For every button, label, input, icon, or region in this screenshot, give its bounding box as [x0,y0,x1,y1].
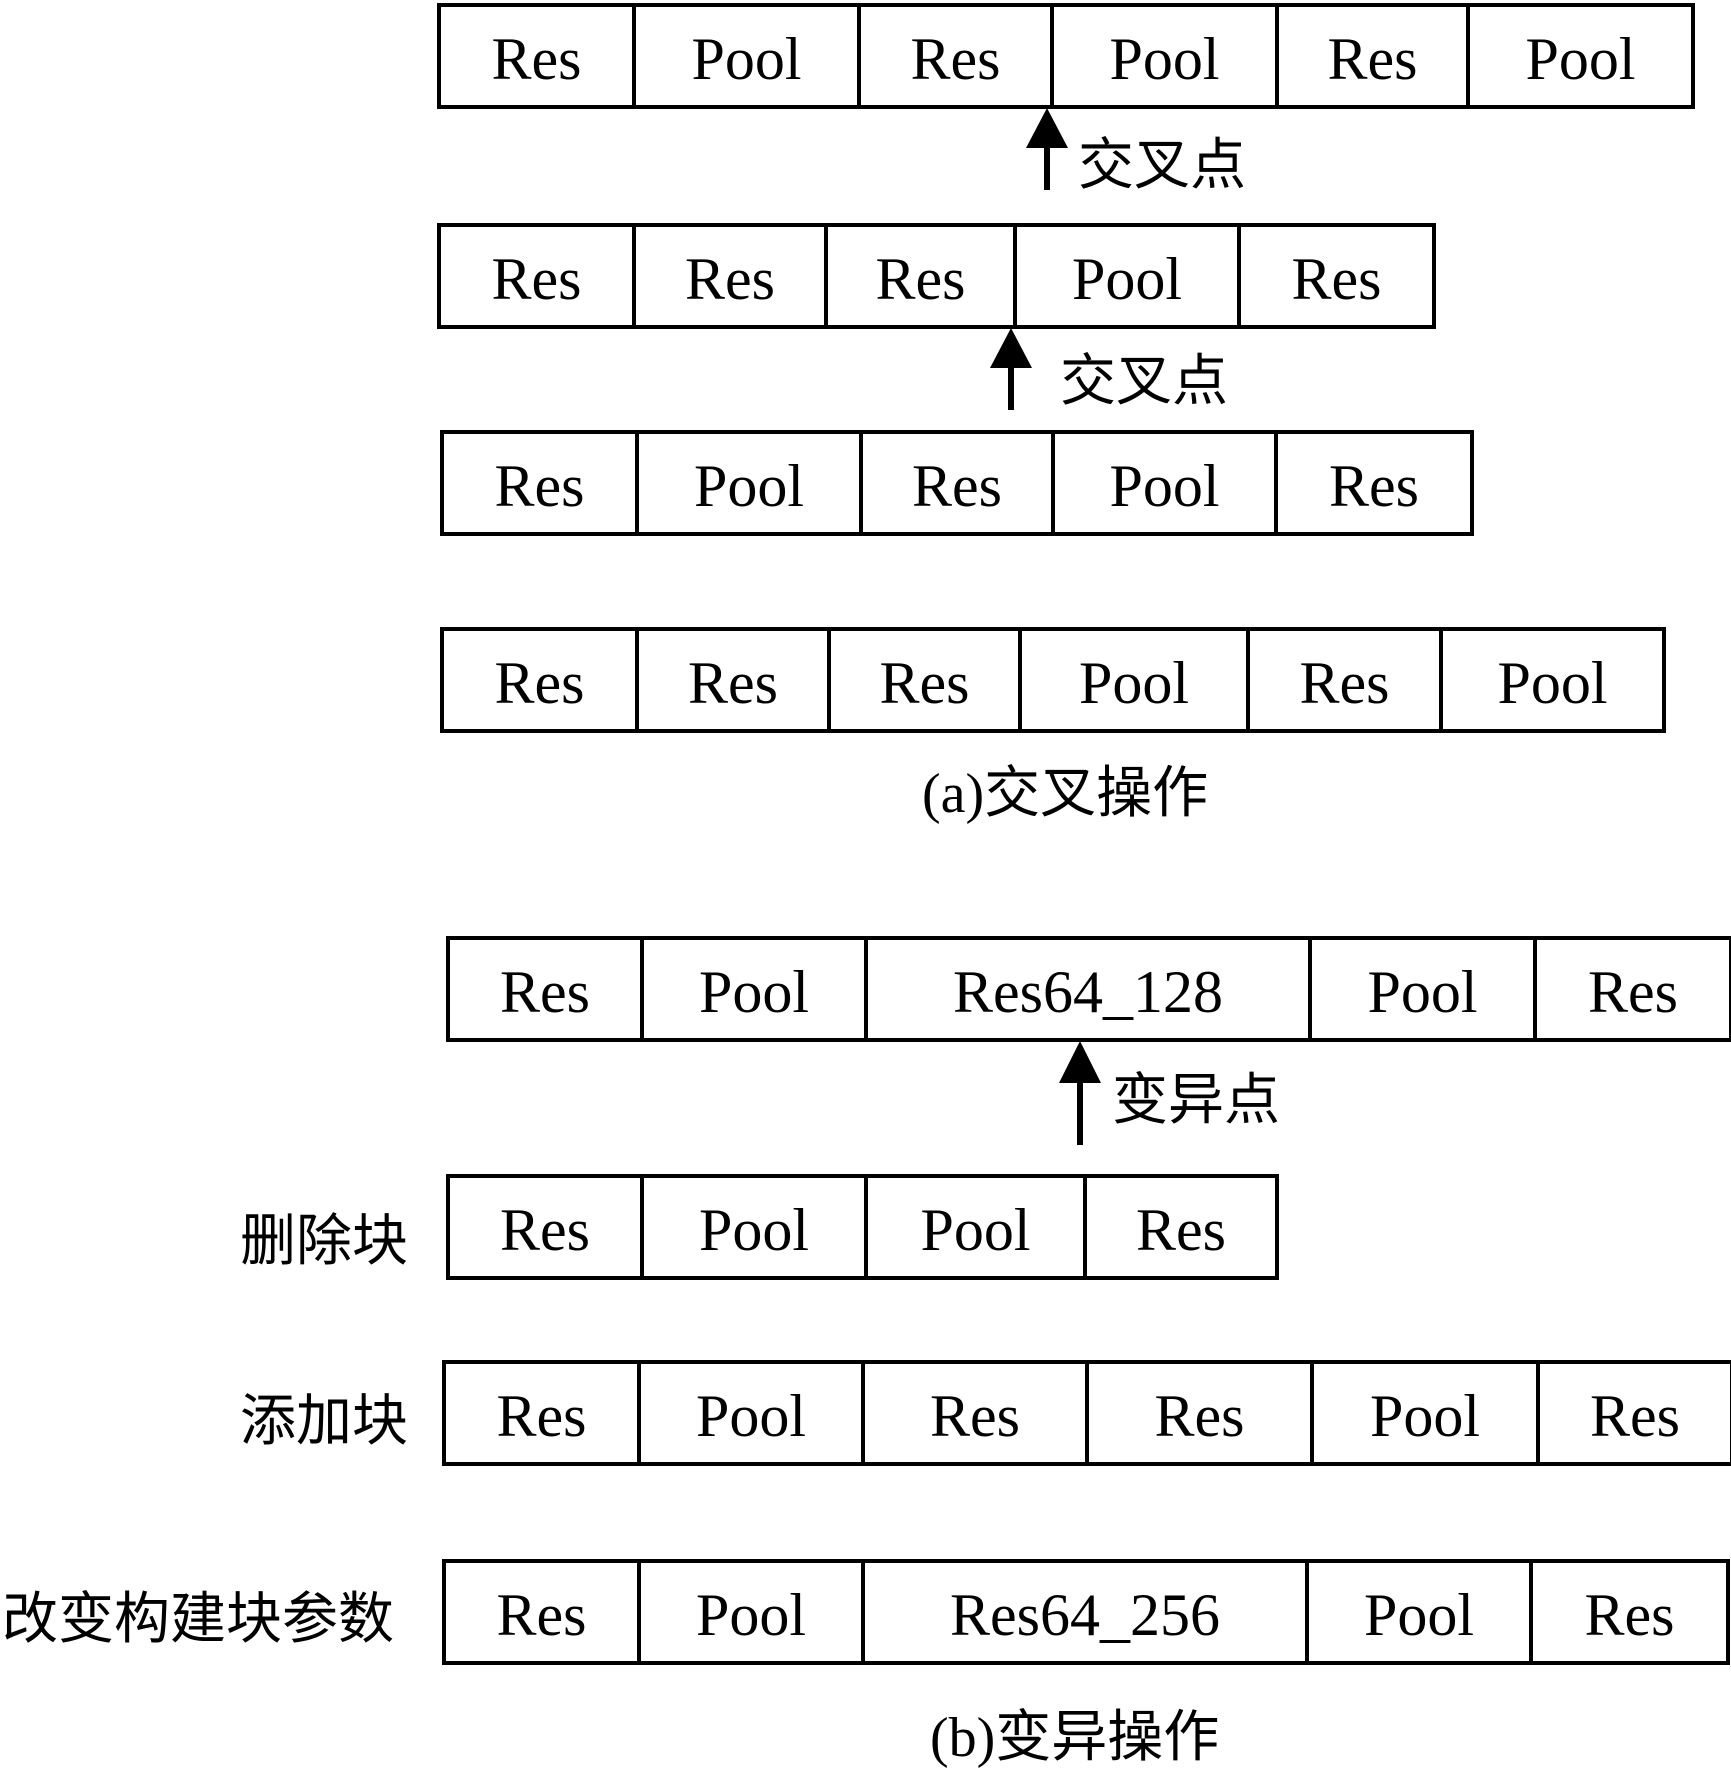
block: Pool [639,434,863,532]
mutation-delete-row: Res Pool Pool Res [446,1174,1279,1280]
block: Pool [1055,434,1278,532]
block: Pool [868,1178,1087,1276]
block: Res [450,1178,644,1276]
block: Res [446,1364,641,1462]
mutation-add-row: Res Pool Res Res Pool Res [442,1360,1731,1466]
crossover-point-label: 交叉点 [1078,135,1246,197]
block: Res [639,631,831,729]
block: Res [831,631,1022,729]
block: Pool [1022,631,1250,729]
block: Res [1089,1364,1314,1462]
add-block-label: 添加块 [240,1391,408,1453]
block: Pool [1443,631,1666,729]
block: Res [1537,940,1731,1038]
block: Pool [641,1563,865,1661]
block: Res64_256 [865,1563,1309,1661]
mutation-point-arrow-icon [1059,1041,1101,1145]
block: Pool [1017,227,1241,325]
change-param-label: 改变构建块参数 [2,1589,394,1651]
block: Res [865,1364,1089,1462]
crossover-parent-1: Res Pool Res Pool Res Pool [437,3,1695,109]
delete-block-label: 删除块 [240,1211,408,1273]
block: Res [441,227,636,325]
block: Res [444,434,639,532]
block: Pool [1314,1364,1540,1462]
block: Res [863,434,1055,532]
block: Res [1250,631,1443,729]
block: Res [1279,7,1470,105]
block: Res64_128 [868,940,1312,1038]
block: Pool [1470,7,1695,105]
block: Res [441,7,636,105]
block: Res [1278,434,1474,532]
block: Res [1241,227,1436,325]
block: Pool [636,7,861,105]
crossover-point-arrow-icon [1026,108,1068,190]
block: Pool [641,1364,865,1462]
block: Res [444,631,639,729]
block: Pool [1312,940,1537,1038]
block: Pool [644,940,868,1038]
block: Res [1540,1364,1731,1462]
crossover-child-1: Res Pool Res Pool Res [440,430,1474,536]
block: Res [446,1563,641,1661]
mutation-original: Res Pool Res64_128 Pool Res [446,936,1731,1042]
crossover-caption: (a)交叉操作 [922,763,1209,825]
mutation-caption: (b)变异操作 [930,1707,1220,1769]
mutation-point-label: 变异点 [1112,1070,1280,1132]
block: Res [1087,1178,1279,1276]
crossover-child-2: Res Res Res Pool Res Pool [440,627,1666,733]
mutation-change-row: Res Pool Res64_256 Pool Res [442,1559,1730,1665]
block: Res [1533,1563,1730,1661]
crossover-point-arrow-icon [990,328,1032,410]
block: Res [450,940,644,1038]
block: Pool [1309,1563,1533,1661]
block: Res [828,227,1017,325]
block: Pool [644,1178,868,1276]
block: Res [861,7,1054,105]
crossover-point-label: 交叉点 [1060,351,1228,413]
block: Pool [1054,7,1279,105]
block: Res [636,227,828,325]
crossover-parent-2: Res Res Res Pool Res [437,223,1436,329]
